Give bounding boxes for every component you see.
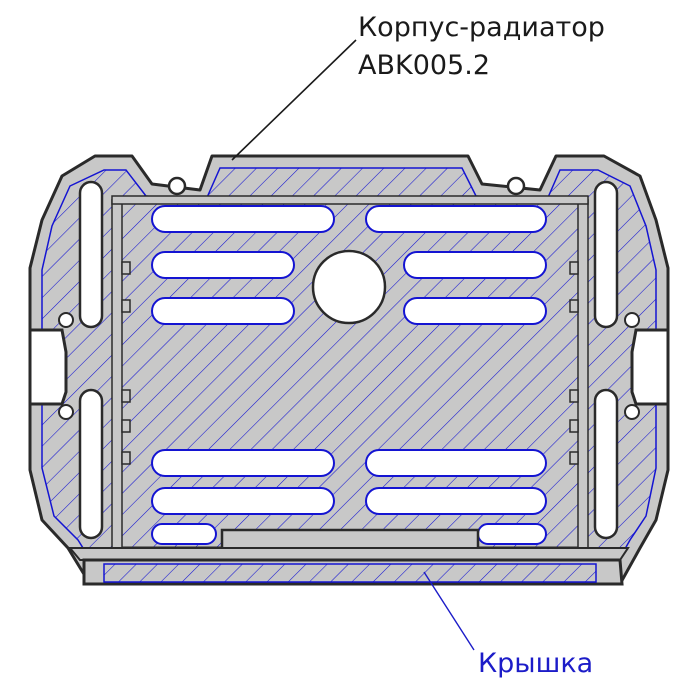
housing-profile [28, 154, 670, 586]
cavity-slots [151, 205, 547, 545]
bottom-wall [67, 547, 630, 561]
housing-label-line2: ABK005.2 [358, 50, 490, 81]
center-hole [311, 249, 387, 325]
top-left-boss [167, 176, 187, 196]
right-upper-boss [624, 312, 640, 328]
left-upper-boss [58, 312, 74, 328]
cover-hatched [103, 563, 597, 583]
cover-leader-line [423, 571, 475, 651]
right-lower-boss [624, 404, 640, 420]
inner-wall-fill-right [577, 199, 589, 549]
cover-part [82, 558, 624, 586]
housing-label-line1: Корпус-радиатор [358, 12, 605, 43]
housing-leader-line [231, 39, 357, 161]
cover-label: Крышка [478, 648, 593, 679]
left-notch [28, 328, 68, 406]
wall-ribs [121, 261, 579, 465]
right-notch [630, 328, 670, 406]
left-lower-boss [58, 404, 74, 420]
side-slots [78, 180, 619, 540]
inner-wall-fill-left [111, 199, 123, 549]
inner-wall-fill-top [111, 195, 589, 205]
top-right-boss [506, 176, 526, 196]
hatched-section [41, 167, 657, 573]
